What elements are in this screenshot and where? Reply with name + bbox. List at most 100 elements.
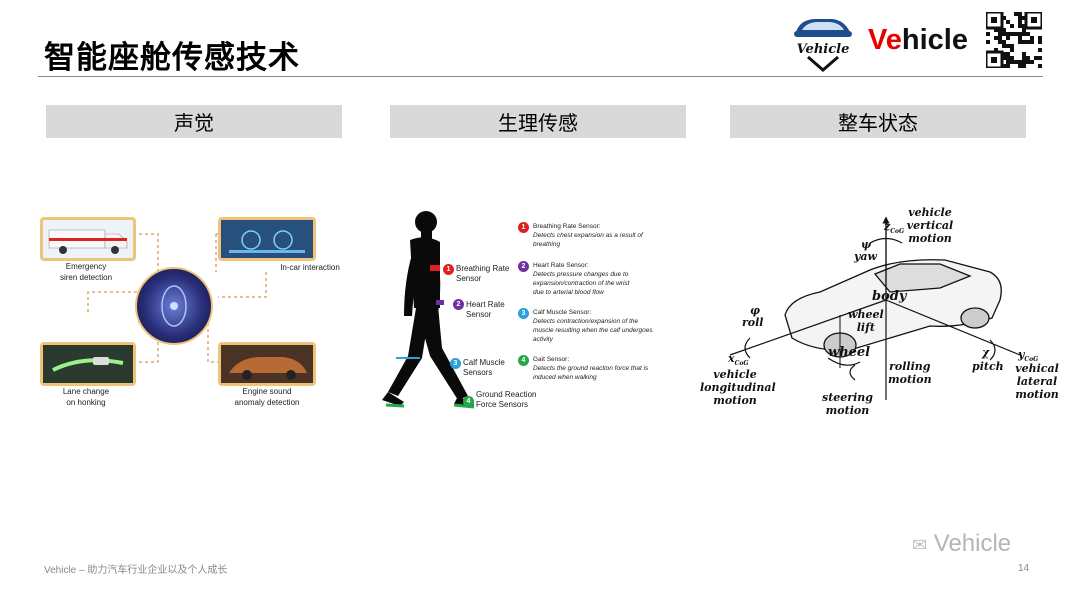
steering-motion-label: steering motion [822,391,873,417]
car-sketch [729,216,1021,400]
caption-line: Engine sound [242,387,292,396]
legend-title: Breathing Rate Sensor: [533,223,601,230]
legend-desc: Detects chest expansion as a result of [533,232,643,239]
x-axis-label: xCoG [728,352,748,370]
wechat-icon: ✉ [912,535,928,555]
label-line: motion [908,232,952,245]
legend-desc: Detects pressure changes due to [533,271,629,278]
label-line: motion [1015,388,1059,401]
label-line: Sensors [463,368,493,377]
qr-code-icon [984,10,1044,70]
rolling-motion-label: rolling motion [888,360,932,386]
legend-desc: Detects contraction/expansion of the [533,318,639,325]
phi-symbol: φ [750,304,760,317]
legend-number: 3 [518,308,529,319]
label-line: Calf Muscle [463,358,505,367]
in-car-caption: In-car interaction [280,263,340,272]
label-line: Force Sensors [476,400,529,409]
label-line: longitudinal [700,381,776,394]
heart-body-label: Heart Rate Sensor [466,300,505,320]
breathing-body-label: Breathing Rate Sensor [456,264,509,284]
engine-thumbnail [218,342,316,386]
longitudinal-motion-label: vehicle longitudinal motion [700,368,776,407]
legend-title: Gait Sensor: [533,356,570,363]
emergency-siren-caption: Emergency siren detection [38,261,134,283]
psi-symbol: ψ [861,238,872,251]
sound-hub-icon [135,267,213,345]
column-header-acoustic: 声觉 [46,105,342,138]
label-line: motion [713,394,757,407]
legend-number: 1 [518,222,529,233]
footer-text: Vehicle – 助力汽车行业企业以及个人成长 [44,565,228,576]
calf-body-label: Calf Muscle Sensors [463,358,505,378]
breathing-marker-dot: 1 [443,264,454,275]
legend-desc: induced when walking [533,374,597,381]
label-line: motion [888,373,932,386]
calf-marker-dot: 3 [450,358,461,369]
label-line: Ground Reaction [476,390,537,399]
brand-wordmark: Vehicle [868,24,968,57]
gait-marker-dot: 4 [463,396,474,407]
ambulance-thumbnail [40,217,136,261]
legend-desc: breathing [533,241,561,248]
x-axis-symbol: x [728,352,735,365]
label-line: vehical [1015,362,1059,375]
caption-line: on honking [66,398,106,407]
legend-number: 2 [518,261,529,272]
legend-desc: muscle resulting when the calf undergoes [533,327,653,334]
label-line: Sensor [456,274,482,283]
label-line: Heart Rate [466,300,505,309]
z-axis-subscript: CoG [890,228,905,236]
heart-marker-dot: 2 [453,299,464,310]
lane-change-caption: Lane change on honking [38,386,134,408]
slide-title: 智能座舱传感技术 [44,40,300,76]
caption-line: Emergency [65,262,107,271]
gait-body-label: Ground Reaction Force Sensors [476,390,536,410]
caption-line: anomaly detection [234,398,300,407]
walking-figure [378,208,488,413]
brand-wordmark-rest: hicle [901,24,968,56]
legend-desc: Detects the ground reaction force that i… [533,365,649,372]
chi-symbol: χ [982,346,990,359]
watermark-text: Vehicle [933,530,1012,557]
x-axis-subscript: CoG [734,360,749,368]
column-header-physiological: 生理传感 [390,105,686,138]
wechat-watermark: ✉ Vehicle [912,530,1011,558]
yaw-label: yaw [854,250,877,263]
label-line: rolling [889,360,931,373]
legend-text: Calf Muscle Sensor: Detects contraction/… [533,308,678,344]
wheel-label: wheel [828,345,871,360]
legend-number: 4 [518,355,529,366]
roll-label: roll [742,316,764,329]
z-axis-label: zCoG [884,220,904,238]
engine-anomaly-caption: Engine sound anomaly detection [218,386,316,408]
label-line: steering [822,391,873,404]
label-line: Sensor [466,310,492,319]
y-axis-label: yCoG [1018,348,1038,366]
body-label: body [872,289,907,304]
legend-text: Gait Sensor: Detects the ground reaction… [533,355,678,382]
label-line: wheel [848,308,884,321]
emblem-text: Vehicle [797,42,850,57]
wheel-lift-label: wheel lift [848,308,884,334]
caption-line: Lane change [62,387,110,396]
title-divider [38,76,1043,77]
lateral-motion-label: vehical lateral motion [1012,362,1062,401]
pitch-label: pitch [972,360,1004,373]
legend-desc: expansion/contraction of the wrist [533,280,630,287]
legend-desc: due to arterial blood flow [533,289,604,296]
y-axis-subscript: CoG [1024,356,1039,364]
vehicle-dynamics-diagram: vehicle vertical motion zCoG ψ yaw φ rol… [700,200,1070,420]
vertical-motion-label: vehicle vertical motion [900,206,960,245]
brand-wordmark-ve: Ve [868,24,902,56]
legend-desc: activity [533,336,553,343]
in-car-thumbnail [218,217,316,261]
legend-title: Calf Muscle Sensor: [533,309,592,316]
label-line: vehicle [908,206,952,219]
vehicle-emblem-logo: Vehicle [788,10,858,72]
label-line: Breathing Rate [456,264,510,273]
z-axis-symbol: z [884,220,891,233]
label-line: lateral [1016,375,1058,388]
legend-text: Heart Rate Sensor: Detects pressure chan… [533,261,678,297]
column-header-vehicle-state: 整车状态 [730,105,1026,138]
